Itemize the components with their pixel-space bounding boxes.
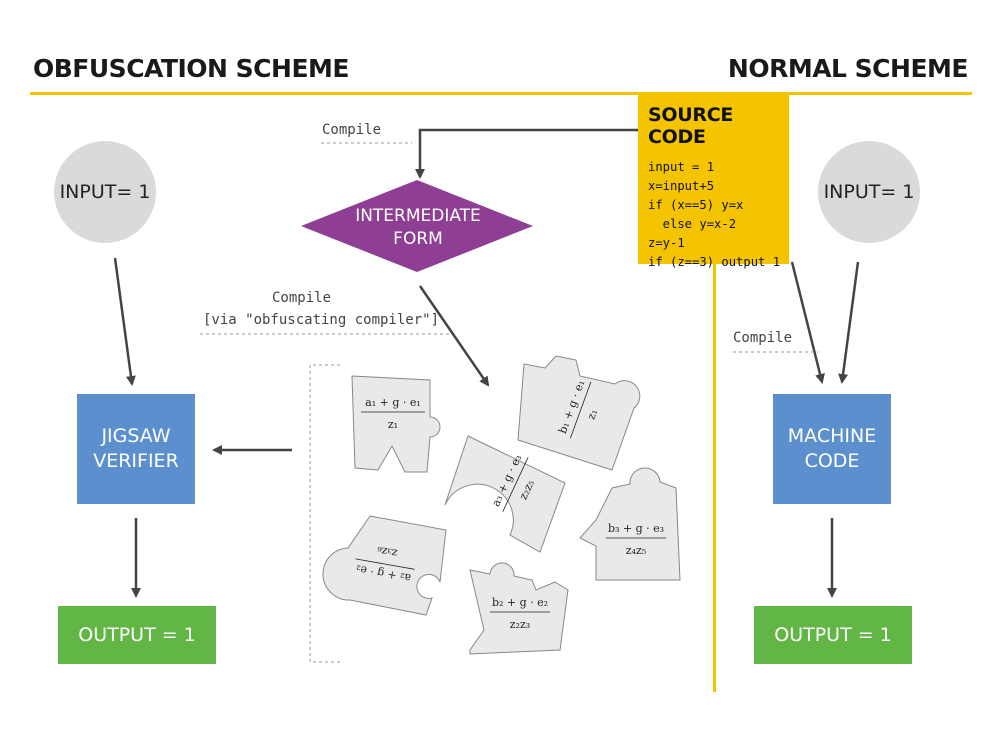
puzzle-piece-2 (517, 355, 641, 471)
obfuscation-scheme-title: OBFUSCATION SCHEME (33, 54, 350, 83)
piece-5-numerator: a₂ + g · e₂ (355, 562, 412, 584)
source-line: if (z==3) output 1 (648, 255, 781, 269)
puzzle-piece-4 (579, 467, 681, 581)
piece-4-numerator: b₃ + g · e₃ (608, 522, 664, 535)
verifier-line-2: VERIFIER (93, 450, 179, 472)
input-label: INPUT= 1 (823, 181, 915, 203)
scheme-divider (713, 260, 716, 692)
arrow-input-to-verifier (113, 257, 136, 386)
source-line: input = 1 (648, 160, 715, 174)
normal-scheme-title: NORMAL SCHEME (727, 54, 969, 83)
source-code-title: SOURCE CODE (648, 104, 734, 148)
piece-2-denominator: z₁ (585, 407, 601, 421)
header-divider (30, 92, 972, 95)
compile-label: Compile (322, 122, 382, 138)
input-label: INPUT= 1 (59, 181, 151, 203)
piece-6-denominator: z₂z₃ (510, 618, 530, 631)
piece-3-denominator: z₂z₅ (517, 478, 537, 502)
arrow-input-to-machine (838, 261, 860, 384)
output-label: OUTPUT = 1 (78, 624, 196, 646)
machine-line-2: CODE (804, 450, 860, 472)
pieces-bracket (309, 364, 340, 663)
source-line: else y=x-2 (648, 217, 737, 231)
source-line: z=y-1 (648, 236, 685, 250)
machine-code-box: MACHINE CODE (773, 394, 891, 504)
normal-input-node: INPUT= 1 (818, 141, 920, 243)
normal-output-box: OUTPUT = 1 (754, 606, 912, 664)
source-code-box: SOURCE CODE input = 1 x=input+5 if (x==5… (638, 92, 789, 269)
piece-1-numerator: a₁ + g · e₁ (365, 396, 421, 409)
compile-normal-label: Compile (733, 330, 793, 346)
compile-obfuscating-label: Compile (272, 290, 332, 306)
obfuscating-compiler-label: [via "obfuscating compiler"] (203, 312, 440, 328)
puzzle-piece-6 (469, 562, 569, 655)
puzzle-piece-3 (444, 435, 566, 553)
intermediate-form-label: INTERMEDIATE FORM (320, 205, 516, 251)
machine-line-1: MACHINE (787, 425, 877, 447)
puzzle-piece-5 (322, 515, 447, 616)
arrow-source-to-intermediate (415, 128, 638, 179)
output-label: OUTPUT = 1 (774, 624, 892, 646)
intermediate-line-1: INTERMEDIATE (355, 206, 481, 226)
intermediate-form-diamond (301, 180, 533, 272)
source-line: if (x==5) y=x (648, 198, 744, 212)
piece-1-denominator: z₁ (388, 418, 398, 431)
intermediate-line-2: FORM (393, 229, 443, 249)
obfuscation-input-node: INPUT= 1 (54, 141, 156, 243)
piece-3-numerator: a₃ + g · e₃ (489, 453, 524, 509)
piece-4-denominator: z₄z₅ (626, 544, 646, 557)
verifier-line-1: JIGSAW (101, 425, 171, 447)
piece-6-numerator: b₂ + g · e₂ (492, 596, 548, 609)
piece-2-numerator: b₁ + g · e₁ (556, 378, 587, 435)
piece-5-denominator: z₃z₆ (375, 544, 398, 560)
puzzle-piece-1 (351, 375, 441, 473)
arrow-source-to-machine (790, 261, 825, 384)
jigsaw-verifier-box: JIGSAW VERIFIER (77, 394, 195, 504)
arrow-intermediate-to-pieces (418, 285, 490, 387)
source-line: x=input+5 (648, 179, 715, 193)
obfuscation-output-box: OUTPUT = 1 (58, 606, 216, 664)
